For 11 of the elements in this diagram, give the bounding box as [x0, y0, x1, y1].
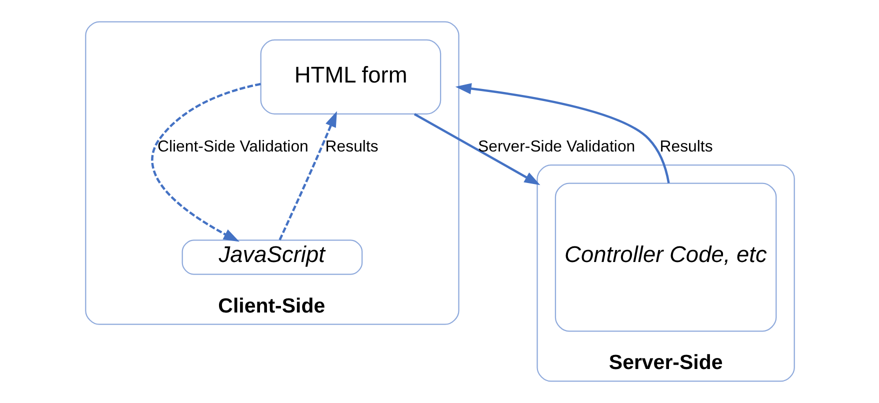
edge-label: Server-Side Validation: [478, 138, 635, 156]
node-box: HTML form: [260, 39, 441, 114]
edge-label: Results: [324, 138, 378, 156]
node-box: JavaScript: [181, 240, 362, 275]
arrow: [150, 82, 260, 242]
arrow: [413, 113, 540, 186]
edge-label: Client-Side Validation: [157, 138, 308, 156]
edge-label: Results: [659, 138, 712, 156]
node-box: Controller Code, etc: [554, 182, 776, 332]
arrow: [454, 83, 670, 184]
arrow: [278, 111, 336, 240]
